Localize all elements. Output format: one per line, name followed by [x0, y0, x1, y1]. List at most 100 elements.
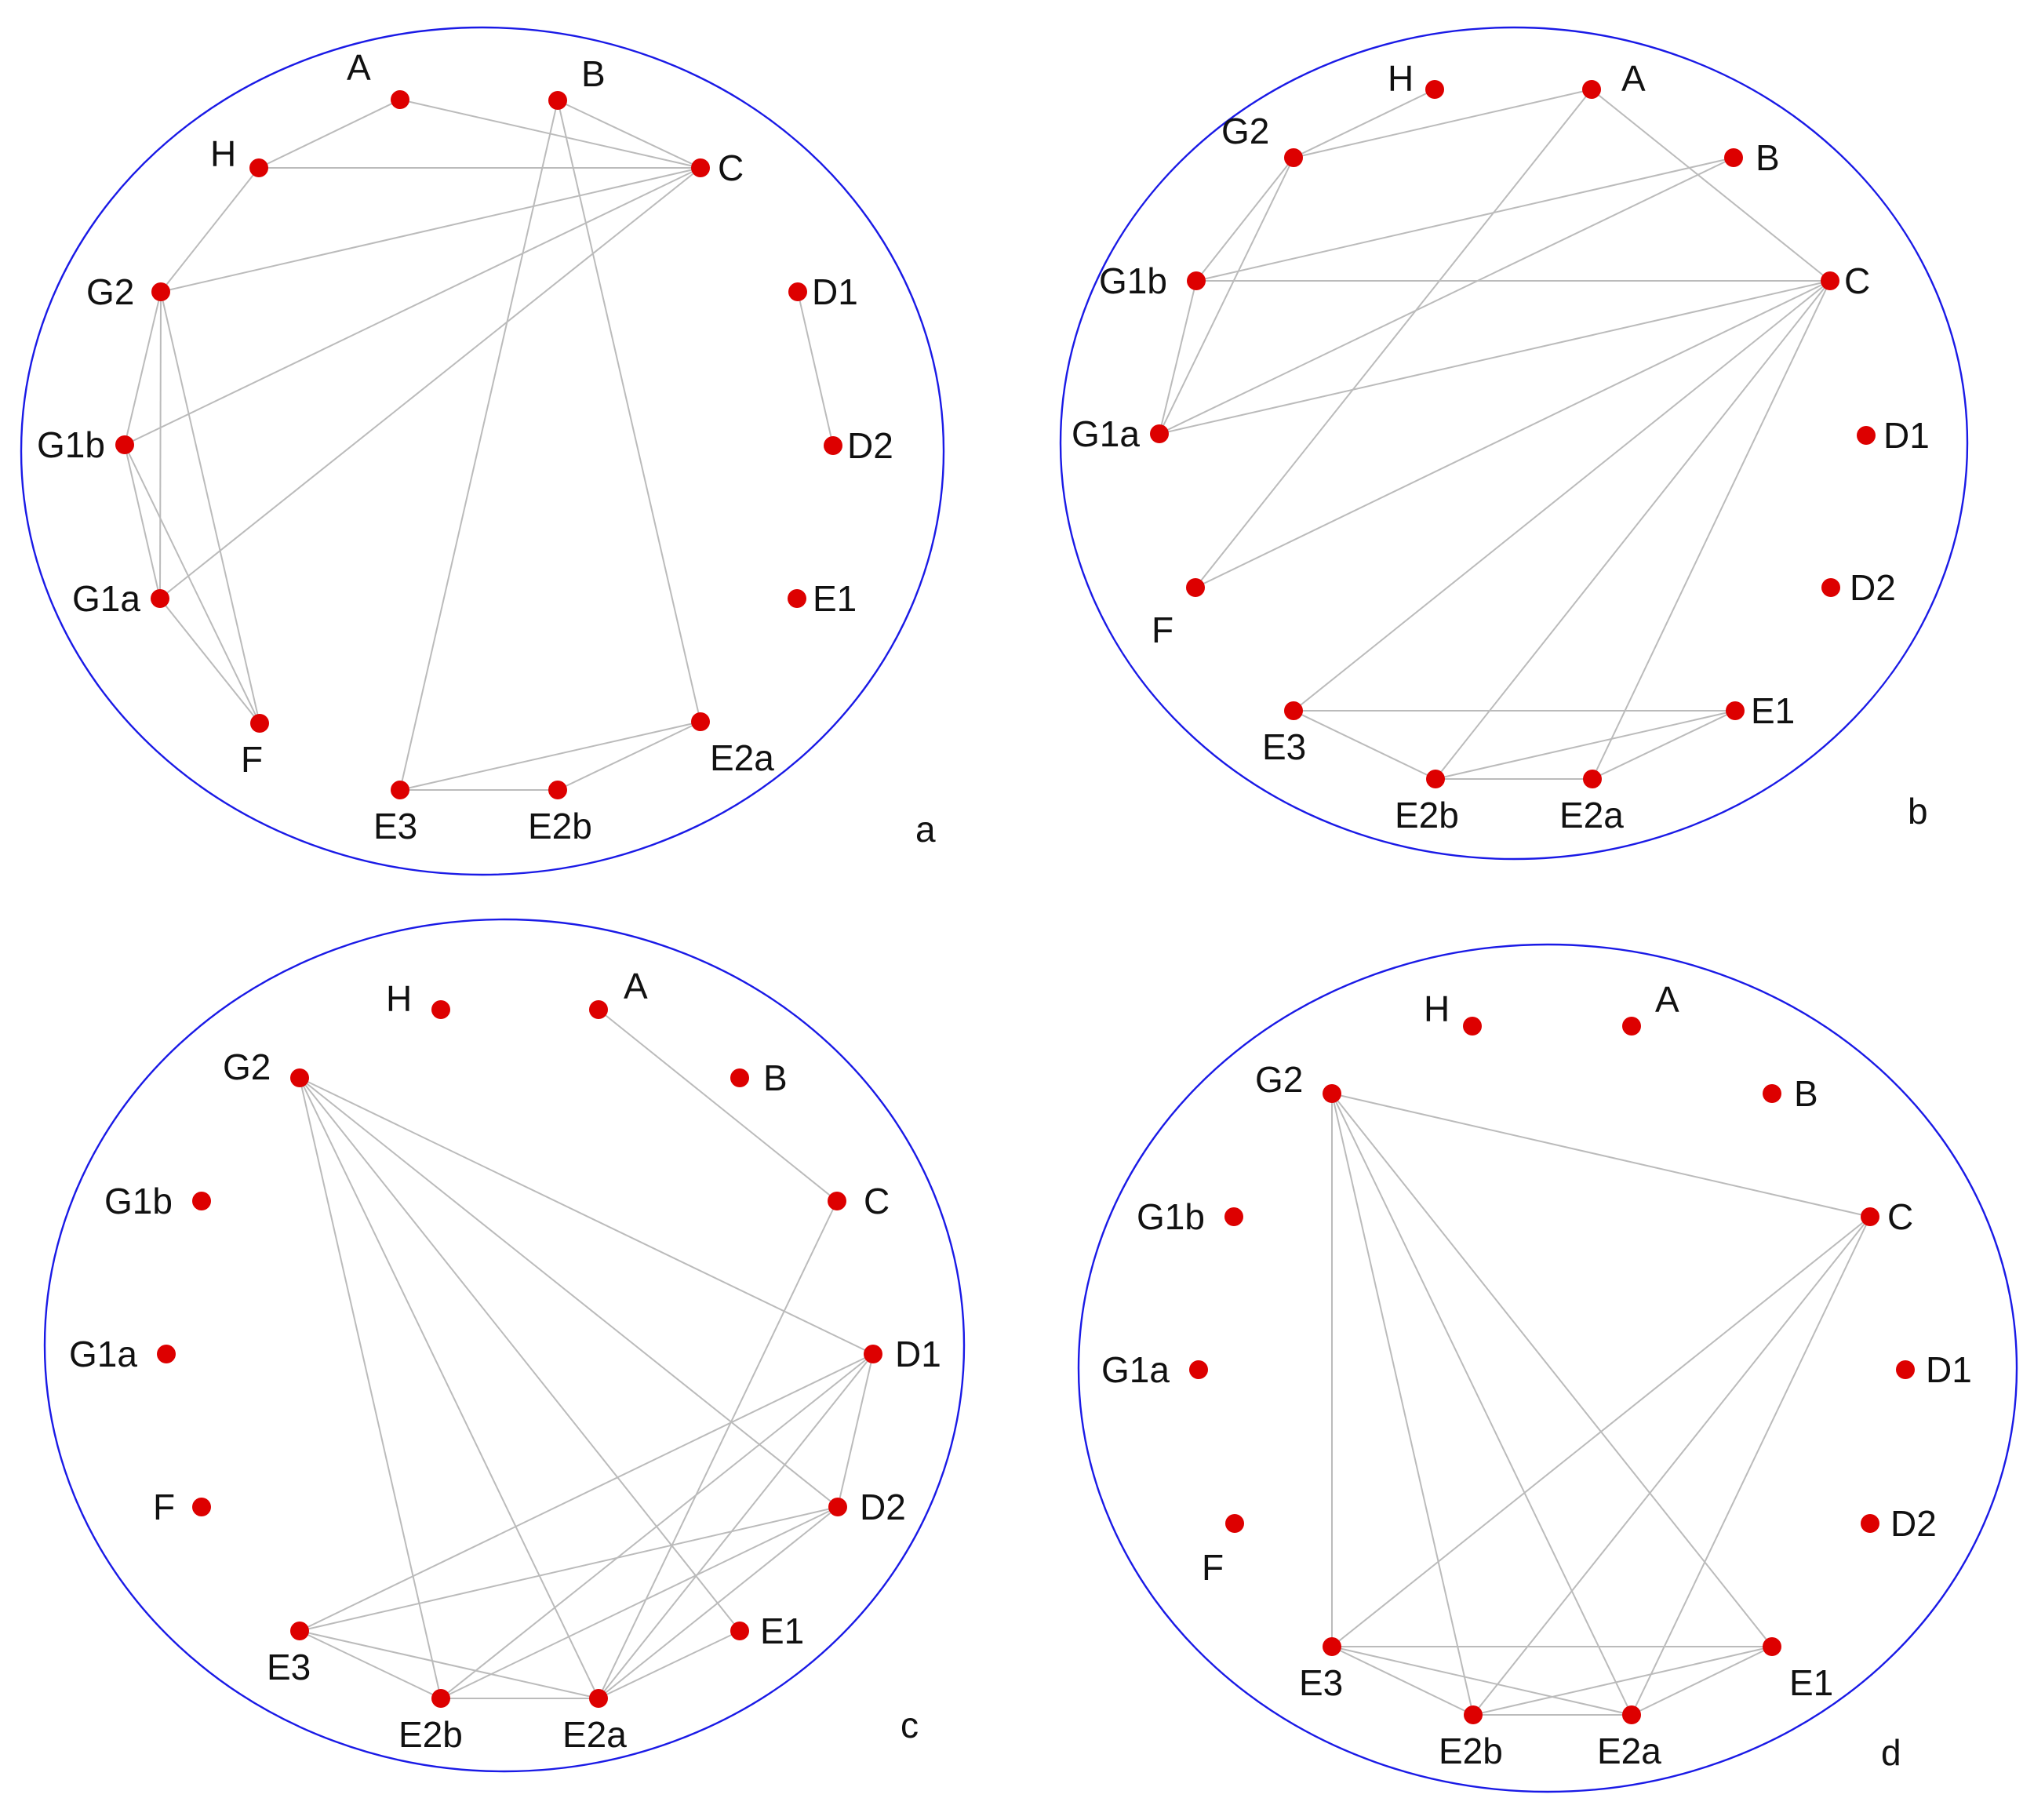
edge-D1-E3 [299, 1353, 874, 1632]
node-D1 [1857, 426, 1876, 445]
node-label-H: H [386, 978, 412, 1019]
node-label-G2: G2 [223, 1046, 271, 1087]
node-label-G1b: G1b [104, 1181, 173, 1221]
edge-A-F [1195, 89, 1592, 588]
node-label-D2: D2 [1890, 1503, 1937, 1544]
edge-A-C [598, 1009, 838, 1202]
edge-E3-E2b [1293, 710, 1436, 780]
node-G1b [192, 1192, 211, 1210]
node-label-E2b: E2b [528, 806, 592, 846]
node-label-A: A [624, 966, 648, 1006]
node-A [391, 90, 409, 109]
node-B [730, 1068, 749, 1087]
node-F [250, 714, 269, 733]
node-label-E2a: E2a [710, 737, 774, 778]
node-label-E3: E3 [373, 806, 417, 846]
node-label-H: H [1388, 58, 1414, 99]
node-label-D2: D2 [847, 425, 893, 466]
edge-G2-D1 [299, 1077, 874, 1355]
edge-C-E2a [598, 1200, 838, 1699]
node-label-D2: D2 [1850, 567, 1896, 608]
node-label-G1a: G1a [1072, 413, 1140, 454]
node-E1 [788, 589, 806, 608]
node-label-G1b: G1b [1099, 260, 1167, 301]
edge-G1a-C [159, 167, 701, 599]
edge-G2-C [1331, 1093, 1871, 1218]
node-label-D2: D2 [860, 1487, 906, 1527]
node-label-C: C [864, 1181, 890, 1221]
edge-E3-E2b [1331, 1646, 1474, 1716]
edge-E2b-E1 [1435, 710, 1736, 780]
node-label-E1: E1 [813, 578, 857, 619]
panel-b-frame [1059, 26, 1969, 861]
edge-C-E2a [1631, 1216, 1871, 1716]
edge-G2-F [160, 291, 260, 724]
node-H [1425, 80, 1444, 99]
node-label-F: F [153, 1487, 175, 1527]
node-E3 [391, 781, 409, 799]
node-G1a [157, 1345, 176, 1363]
panel-label: a [915, 809, 936, 850]
node-B [1763, 1084, 1781, 1103]
node-F [192, 1498, 211, 1516]
node-label-F: F [1202, 1547, 1224, 1588]
node-D2 [1821, 578, 1840, 597]
panel-c-edges [299, 1009, 874, 1699]
node-label-E3: E3 [1262, 726, 1306, 767]
node-D1 [1896, 1360, 1915, 1379]
node-label-G1a: G1a [72, 578, 140, 619]
edge-G1a-C [1159, 280, 1831, 435]
edge-G1b-F [124, 444, 260, 724]
node-E1 [730, 1622, 749, 1640]
node-C [1821, 271, 1839, 290]
node-label-G1a: G1a [69, 1334, 137, 1374]
node-D1 [864, 1345, 882, 1363]
node-C [828, 1192, 846, 1210]
edge-C-E3 [1331, 1216, 1871, 1647]
node-label-C: C [1887, 1196, 1913, 1237]
edge-G1b-C [124, 167, 701, 446]
node-E2b [1426, 770, 1445, 788]
edge-E2b-E1 [1472, 1646, 1773, 1716]
edge-G2-E2b [1331, 1093, 1474, 1716]
node-label-G2: G2 [1255, 1059, 1303, 1100]
node-G1b [115, 435, 134, 454]
edge-G2-C [160, 167, 701, 293]
node-G1b [1224, 1207, 1243, 1226]
node-label-C: C [1844, 260, 1870, 301]
edge-G2-E2a [299, 1077, 599, 1699]
node-G2 [1284, 148, 1303, 167]
edge-C-F [1195, 280, 1831, 588]
node-label-E1: E1 [760, 1611, 804, 1651]
node-E3 [1323, 1637, 1341, 1656]
edge-E2a-E1 [1592, 710, 1736, 780]
node-C [691, 158, 710, 177]
edge-E2a-E1 [598, 1630, 740, 1699]
edge-C-E2b [1472, 1216, 1871, 1716]
node-label-D1: D1 [1883, 415, 1930, 456]
node-label-G1b: G1b [37, 424, 105, 465]
node-label-E2b: E2b [398, 1714, 463, 1755]
edge-E3-E2a [299, 1630, 599, 1699]
node-D2 [1861, 1514, 1879, 1533]
node-label-E2b: E2b [1395, 795, 1459, 835]
panel-d-edges [1331, 1093, 1871, 1716]
edge-D2-E2b [440, 1506, 839, 1699]
node-label-A: A [1655, 979, 1679, 1020]
node-A [1622, 1017, 1641, 1036]
node-label-B: B [1794, 1073, 1818, 1114]
panel-c-frame [43, 918, 966, 1773]
edge-E3-E2a [399, 721, 701, 791]
edge-D1-D2 [837, 1353, 874, 1508]
node-label-D1: D1 [812, 271, 858, 312]
node-H [431, 1000, 450, 1019]
node-label-E2a: E2a [1559, 795, 1624, 835]
edge-D1-D2 [797, 291, 834, 446]
node-D2 [824, 436, 842, 455]
panel-label: d [1881, 1732, 1901, 1773]
node-F [1186, 578, 1205, 597]
